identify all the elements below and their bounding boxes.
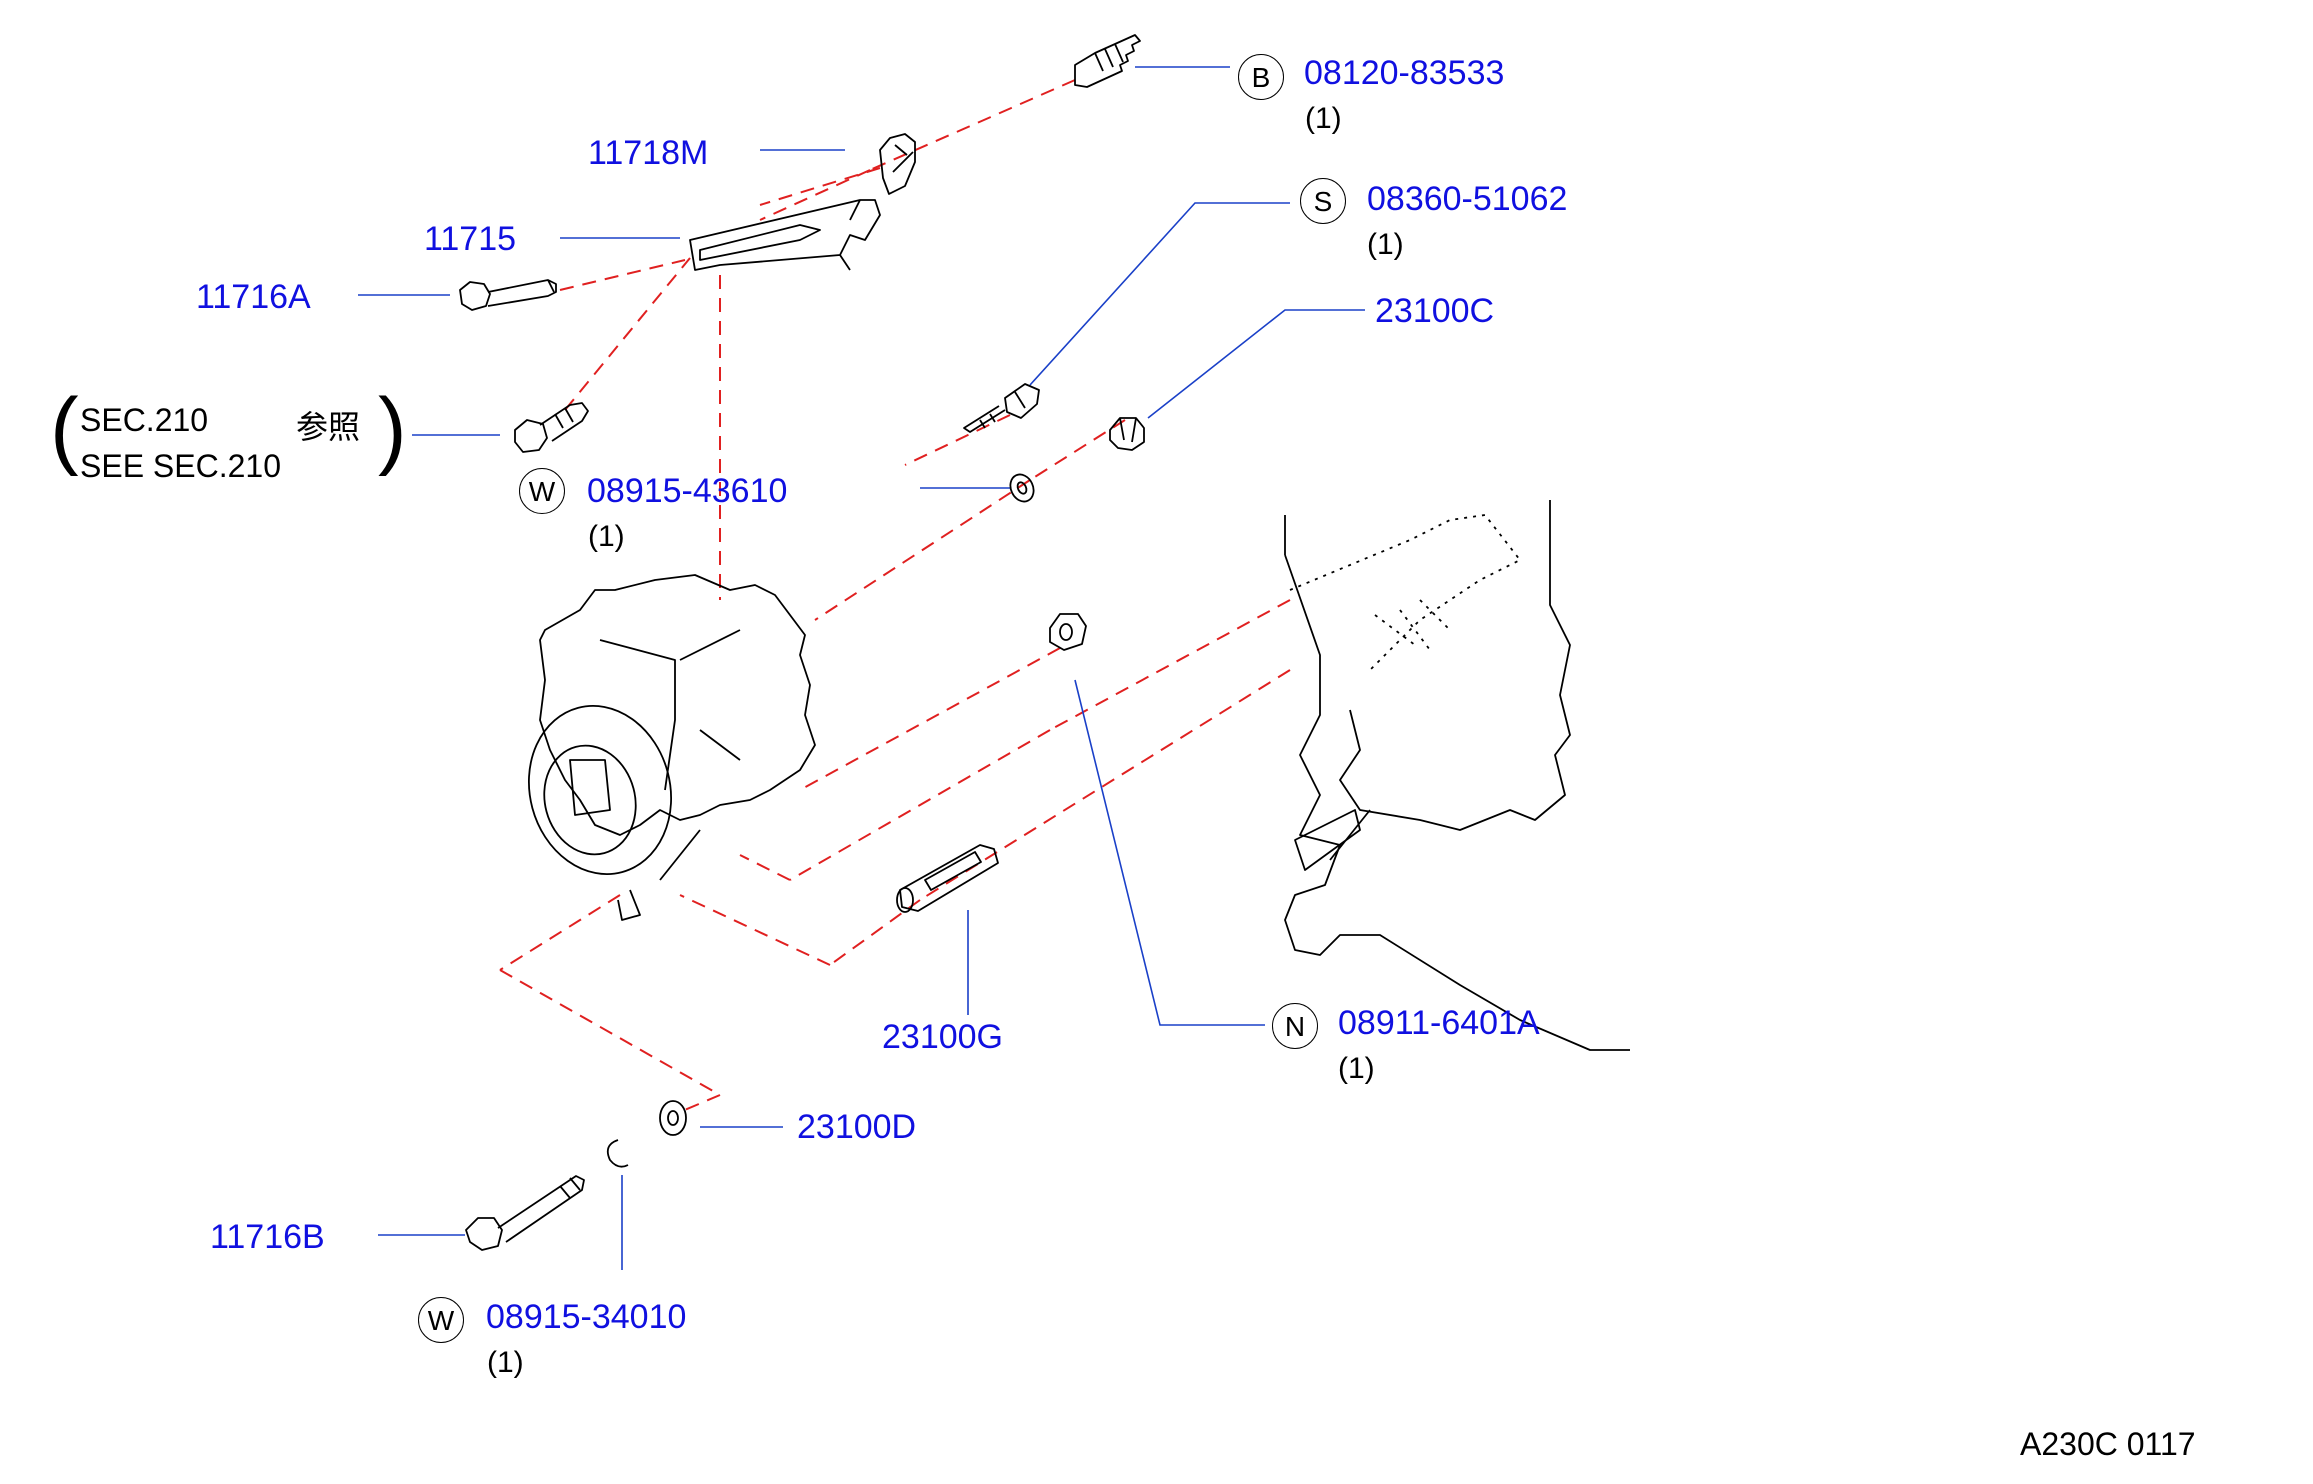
part-number-08120-83533[interactable]: 08120-83533 <box>1304 54 1505 92</box>
bolt-11716b-icon <box>465 1175 585 1251</box>
badge-washer-w1: W <box>519 468 565 514</box>
washer-08915-43610-icon <box>1009 473 1035 503</box>
engine-hidden-lines <box>1289 514 1521 671</box>
part-number-11716a[interactable]: 11716A <box>196 278 311 316</box>
bolt-top-icon <box>1074 34 1141 88</box>
bolt-reference-icon <box>514 402 589 453</box>
part-number-11718m[interactable]: 11718M <box>588 134 709 172</box>
badge-washer-w2: W <box>418 1297 464 1343</box>
quantity-08915-34010: (1) <box>487 1346 524 1379</box>
bracket-small-icon <box>879 133 916 195</box>
reference-note-en-line: SEE SEC.210 <box>80 448 281 484</box>
part-number-23100c[interactable]: 23100C <box>1375 292 1495 330</box>
diagram-code: A230C 0117 <box>2020 1426 2196 1462</box>
quantity-08360-51062: (1) <box>1367 228 1404 261</box>
part-outlines <box>459 34 1630 1251</box>
nut-23100c-icon <box>1109 417 1145 451</box>
part-number-11715[interactable]: 11715 <box>424 220 517 258</box>
part-number-11716b[interactable]: 11716B <box>210 1218 325 1256</box>
quantity-08911-6401a: (1) <box>1338 1052 1375 1085</box>
spring-washer-icon <box>606 1139 629 1168</box>
badge-bolt-s: S <box>1300 178 1346 224</box>
bushing-23100g-icon <box>896 844 999 913</box>
reference-note-jp-line: SEC.210 <box>80 402 209 438</box>
quantity-08915-43610: (1) <box>588 520 625 553</box>
quantity-08120-83533: (1) <box>1305 102 1342 135</box>
bolt-11716a-icon <box>459 279 557 311</box>
part-number-23100g[interactable]: 23100G <box>882 1018 1003 1056</box>
washer-23100d-icon <box>659 1100 687 1136</box>
part-number-08915-34010[interactable]: 08915-34010 <box>486 1298 687 1336</box>
part-number-08915-43610[interactable]: 08915-43610 <box>587 472 788 510</box>
note-bracket-right: ) <box>378 381 407 477</box>
engine-block-icon <box>1284 500 1630 1051</box>
adjusting-bar-icon <box>689 199 881 271</box>
nut-08911-icon <box>1049 613 1087 651</box>
reference-note-jp-suffix: 参照 <box>296 409 361 445</box>
part-number-08360-51062[interactable]: 08360-51062 <box>1367 180 1568 218</box>
part-number-08911-6401a[interactable]: 08911-6401A <box>1338 1004 1540 1042</box>
note-bracket-left: ( <box>50 381 79 477</box>
part-number-23100d[interactable]: 23100D <box>797 1108 917 1146</box>
alternator-icon <box>527 574 816 921</box>
assembly-guide-lines <box>499 79 1291 1113</box>
bolt-08360-icon <box>963 383 1040 433</box>
leader-lines <box>358 66 1365 1270</box>
badge-bolt-b: B <box>1238 54 1284 100</box>
badge-nut-n: N <box>1272 1003 1318 1049</box>
